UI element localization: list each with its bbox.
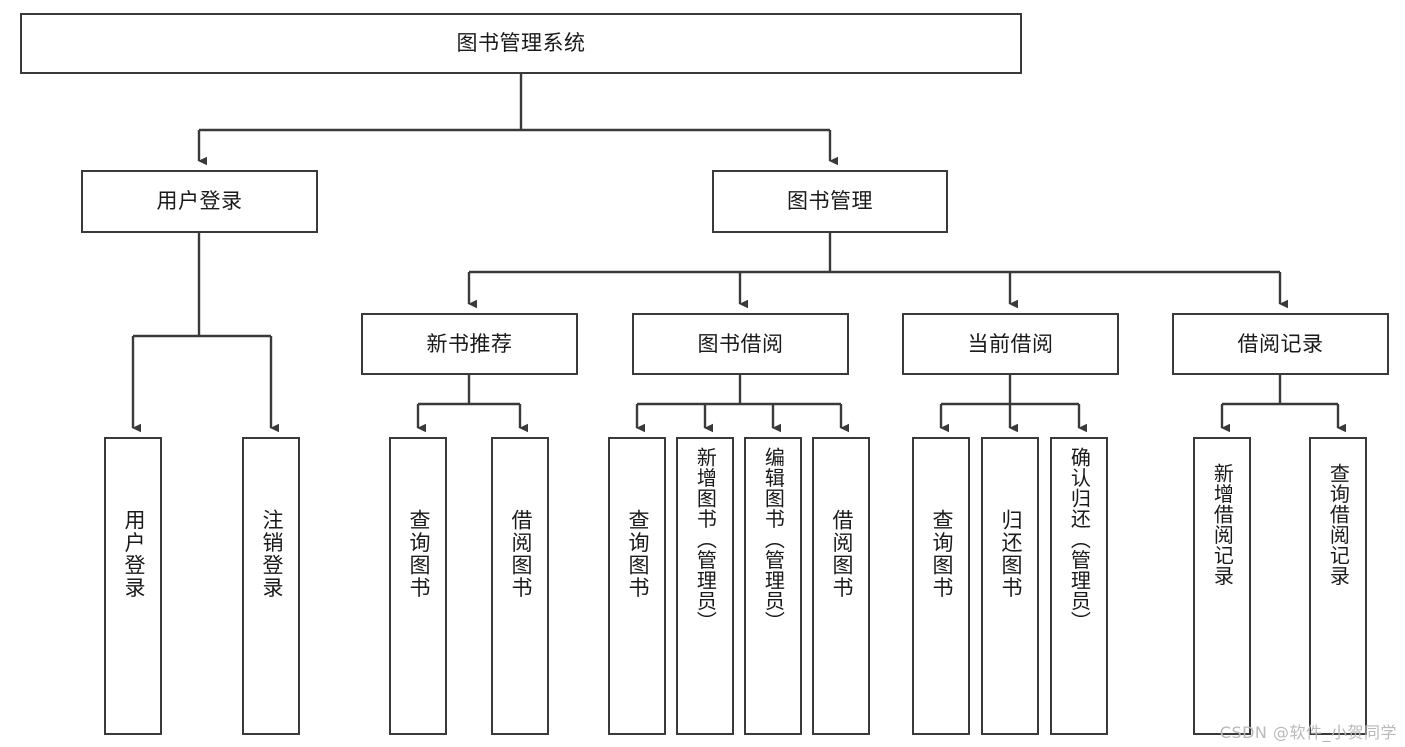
node-label: 用户登录 — [121, 509, 146, 599]
node-leaf-add-book[interactable]: 新增图书（管理员） — [676, 437, 734, 735]
node-book-borrow[interactable]: 图书借阅 — [632, 313, 849, 375]
node-leaf-add-record[interactable]: 新增借阅记录 — [1193, 437, 1251, 735]
node-leaf-query-book-2[interactable]: 查询图书 — [608, 437, 666, 735]
node-leaf-user-login[interactable]: 用户登录 — [104, 437, 162, 735]
node-leaf-borrow-book-2[interactable]: 借阅图书 — [812, 437, 870, 735]
node-leaf-borrow-book-1[interactable]: 借阅图书 — [491, 437, 549, 735]
node-leaf-query-book-1[interactable]: 查询图书 — [389, 437, 447, 735]
node-label: 借阅图书 — [508, 509, 533, 599]
node-label: 编辑图书（管理员） — [761, 447, 786, 632]
watermark-text: CSDN @软件_小贺同学 — [1219, 723, 1397, 742]
node-label: 借阅记录 — [1237, 331, 1324, 356]
node-leaf-return-book[interactable]: 归还图书 — [981, 437, 1039, 735]
node-label: 图书借阅 — [697, 331, 784, 356]
node-new-book-recommend[interactable]: 新书推荐 — [361, 313, 578, 375]
node-label: 当前借阅 — [967, 331, 1054, 356]
node-label: 查询借阅记录 — [1326, 463, 1351, 586]
node-label: 注销登录 — [259, 509, 284, 599]
node-label: 新书推荐 — [426, 331, 513, 356]
node-label: 新增图书（管理员） — [693, 447, 718, 632]
node-label: 借阅图书 — [829, 509, 854, 599]
node-label: 查询图书 — [625, 509, 650, 599]
node-leaf-query-record[interactable]: 查询借阅记录 — [1309, 437, 1367, 735]
node-current-borrow[interactable]: 当前借阅 — [902, 313, 1119, 375]
node-label: 确认归还（管理员） — [1067, 447, 1092, 632]
node-label: 用户登录 — [156, 189, 243, 214]
node-leaf-confirm-return[interactable]: 确认归还（管理员） — [1050, 437, 1108, 735]
node-label: 图书管理系统 — [456, 31, 586, 56]
node-leaf-logout-login[interactable]: 注销登录 — [242, 437, 300, 735]
node-user-login[interactable]: 用户登录 — [81, 170, 318, 233]
node-leaf-edit-book[interactable]: 编辑图书（管理员） — [744, 437, 802, 735]
node-label: 新增借阅记录 — [1210, 463, 1235, 586]
node-leaf-query-book-3[interactable]: 查询图书 — [912, 437, 970, 735]
node-book-management[interactable]: 图书管理 — [712, 170, 948, 233]
node-label: 查询图书 — [929, 509, 954, 599]
node-label: 归还图书 — [998, 509, 1023, 599]
node-book-management-system[interactable]: 图书管理系统 — [20, 13, 1022, 74]
node-borrow-record[interactable]: 借阅记录 — [1172, 313, 1389, 375]
node-label: 图书管理 — [787, 189, 873, 214]
node-label: 查询图书 — [406, 509, 431, 599]
